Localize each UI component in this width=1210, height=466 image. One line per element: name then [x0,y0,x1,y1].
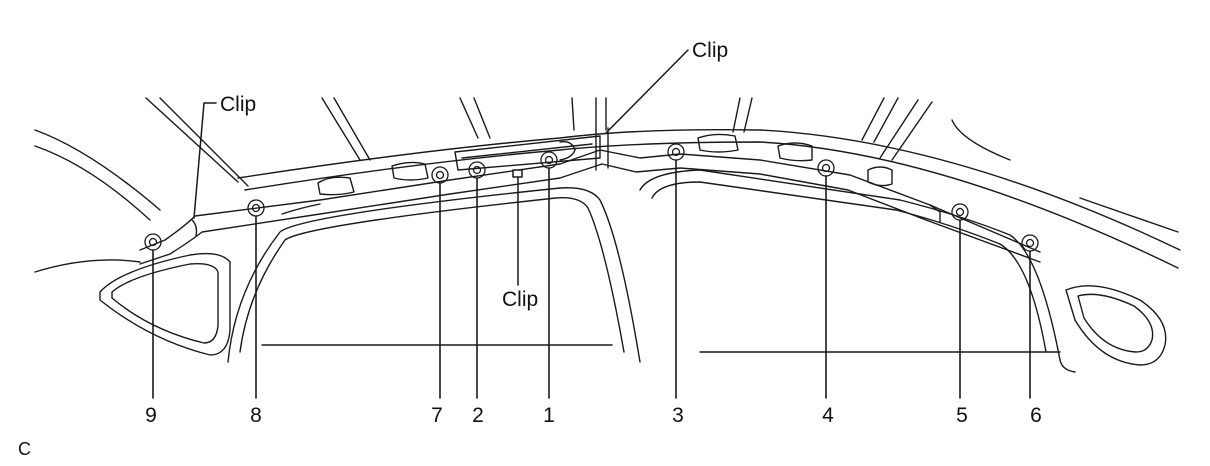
callout-3: 3 [672,404,684,427]
bolt-6 [1021,234,1039,252]
callout-1: 1 [543,404,555,427]
figure-code: C [18,439,31,459]
roof-edge [237,128,1181,269]
bolts [144,143,1039,252]
curtain-airbag-tube [139,127,1041,265]
clip-label-left: Clip [220,93,256,116]
callout-8: 8 [250,404,262,427]
callout-9: 9 [145,404,157,427]
bolt-4 [817,159,835,177]
callout-4: 4 [822,404,834,427]
body-openings [99,169,1167,373]
callout-6: 6 [1030,404,1042,427]
clip-label-center: Clip [502,288,538,311]
callout-numbers: 9 8 7 2 1 3 4 5 6 [145,404,1042,427]
leader-lines [152,159,1031,399]
clip-leaders [193,49,689,286]
clip-label-top: Clip [692,39,728,62]
bolt-3 [667,143,685,161]
roof-side-rail [34,97,1179,273]
bolt-7 [431,166,449,184]
callout-2: 2 [472,404,484,427]
callout-5: 5 [956,404,968,427]
clip-labels: Clip Clip Clip [220,39,728,311]
callout-7: 7 [431,404,443,427]
